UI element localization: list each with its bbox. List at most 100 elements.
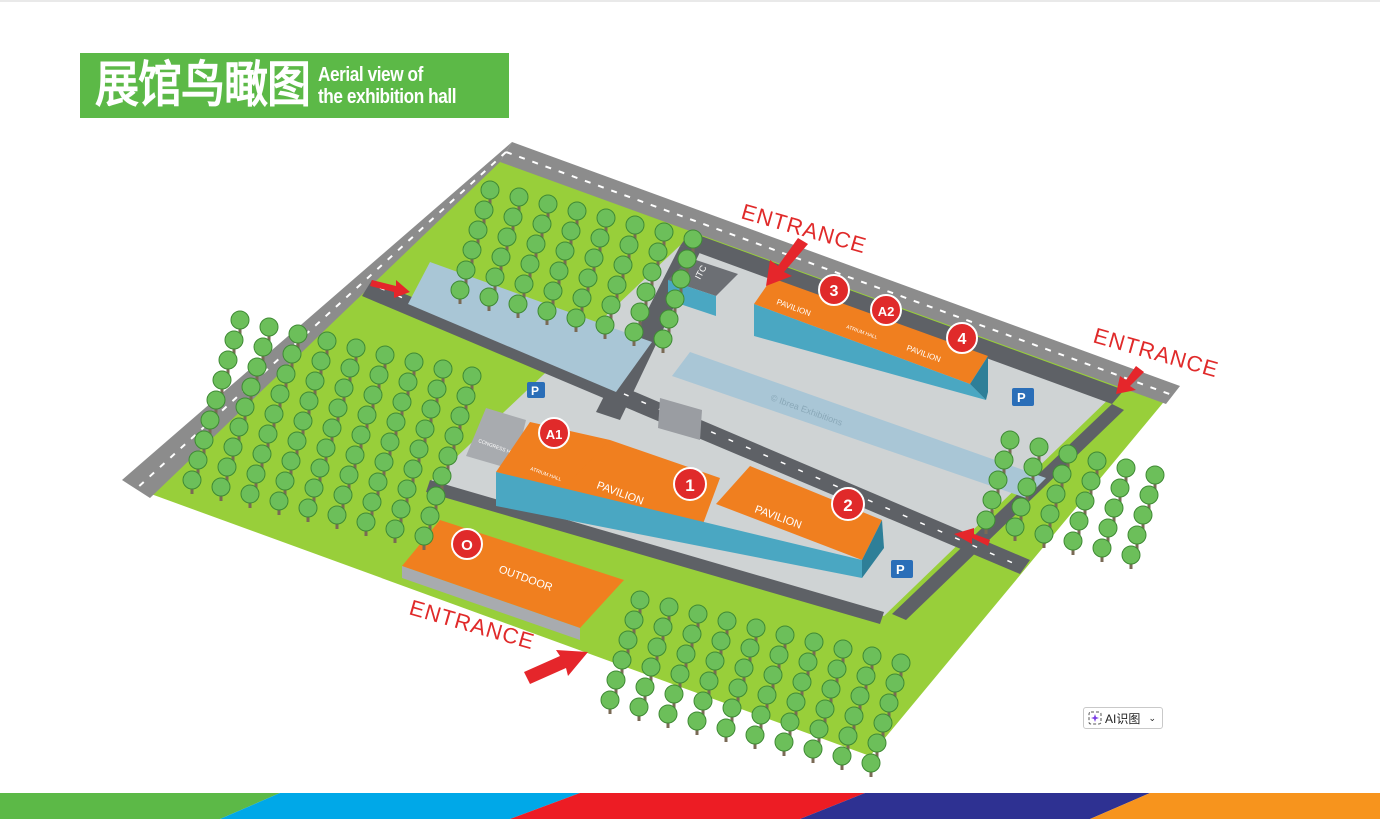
top-rule <box>0 0 1380 2</box>
tree-icon <box>1127 525 1147 545</box>
entrance-arrow-east <box>954 528 990 546</box>
tree-trunk <box>359 441 363 449</box>
ai-recognize-button[interactable]: AI识图 ⌄ <box>1083 707 1163 729</box>
tree-icon <box>740 638 760 658</box>
tree-icon <box>397 479 417 499</box>
tree-trunk <box>482 216 486 224</box>
tree-icon <box>217 457 237 477</box>
tree-trunk <box>406 388 410 396</box>
stripe-red <box>510 793 865 819</box>
tree-icon <box>427 379 447 399</box>
tree-icon <box>211 477 231 497</box>
tree-icon <box>403 459 423 479</box>
stripe-cyan <box>220 793 580 819</box>
tree-icon <box>1081 471 1101 491</box>
svg-text:O: O <box>461 537 473 554</box>
tree-trunk <box>1077 527 1081 535</box>
parking-label-south: P <box>896 562 905 577</box>
tree-icon <box>346 338 366 358</box>
tree-trunk <box>765 701 769 709</box>
tree-trunk <box>435 395 439 403</box>
tree-icon <box>636 282 656 302</box>
tree-trunk <box>1066 460 1070 468</box>
tree-icon <box>572 288 592 308</box>
tree-icon <box>676 644 696 664</box>
parking-label-east: P <box>1017 390 1026 405</box>
tree-icon <box>763 665 783 685</box>
tree-trunk <box>470 256 474 264</box>
tree-trunk <box>811 755 815 763</box>
tree-icon <box>474 200 494 220</box>
tree-trunk <box>661 345 665 353</box>
tree-icon <box>333 485 353 505</box>
tree-trunk <box>458 296 462 304</box>
tree-icon <box>745 725 765 745</box>
tree-trunk <box>633 231 637 239</box>
tree-icon <box>625 215 645 235</box>
tree-icon <box>421 399 441 419</box>
tree-trunk <box>266 440 270 448</box>
tree-trunk <box>1153 481 1157 489</box>
tree-icon <box>404 352 424 372</box>
tree-icon <box>641 657 661 677</box>
tree-icon <box>682 624 702 644</box>
tree-icon <box>1069 511 1089 531</box>
tree-trunk <box>1124 474 1128 482</box>
tree-icon <box>809 719 829 739</box>
svg-text:3: 3 <box>830 283 839 300</box>
tree-trunk <box>864 682 868 690</box>
tree-icon <box>1116 458 1136 478</box>
tree-trunk <box>609 311 613 319</box>
tree-trunk <box>470 382 474 390</box>
tree-icon <box>241 377 261 397</box>
tree-icon <box>514 274 534 294</box>
stripe-navy <box>800 793 1150 819</box>
tree-icon <box>253 337 273 357</box>
tree-icon <box>433 359 453 379</box>
tree-icon <box>596 208 616 228</box>
tree-icon <box>1000 430 1020 450</box>
title-chinese: 展馆鸟瞰图 <box>95 56 311 114</box>
tree-icon <box>247 357 267 377</box>
tree-icon <box>664 684 684 704</box>
canal-east <box>672 352 1046 498</box>
tree-trunk <box>277 507 281 515</box>
tree-icon <box>543 281 563 301</box>
tree-trunk <box>440 482 444 490</box>
canal-west <box>408 262 652 392</box>
tree-icon <box>462 366 482 386</box>
tree-trunk <box>283 487 287 495</box>
tree-icon <box>1063 531 1083 551</box>
tree-trunk <box>637 713 641 721</box>
tree-trunk <box>990 506 994 514</box>
tree-trunk <box>417 455 421 463</box>
tree-trunk <box>261 353 265 361</box>
tree-icon <box>653 617 673 637</box>
tree-trunk <box>575 217 579 225</box>
tree-trunk <box>428 522 432 530</box>
lower-pavilion-facade <box>496 472 862 578</box>
pavilion-1-roof <box>558 440 720 532</box>
tree-trunk <box>545 317 549 325</box>
tree-icon <box>218 350 238 370</box>
tree-trunk <box>673 305 677 313</box>
tree-icon <box>879 693 899 713</box>
tree-icon <box>485 267 505 287</box>
tree-trunk <box>812 648 816 656</box>
chevron-down-icon[interactable]: ⌄ <box>1148 712 1156 723</box>
tree-icon <box>606 670 626 690</box>
badge-1: 1 <box>673 467 707 501</box>
tree-icon <box>270 384 290 404</box>
tree-icon <box>322 418 342 438</box>
tree-icon <box>298 498 318 518</box>
tree-trunk <box>296 340 300 348</box>
tree-trunk <box>301 427 305 435</box>
tree-trunk <box>650 278 654 286</box>
tree-icon <box>1023 457 1043 477</box>
aerial-map: © Ibrea Exhibitions ITC CONGRESS HALL PA… <box>122 142 1222 777</box>
tree-trunk <box>771 681 775 689</box>
tree-trunk <box>364 528 368 536</box>
tree-trunk <box>348 374 352 382</box>
tree-trunk <box>875 749 879 757</box>
tree-trunk <box>400 408 404 416</box>
